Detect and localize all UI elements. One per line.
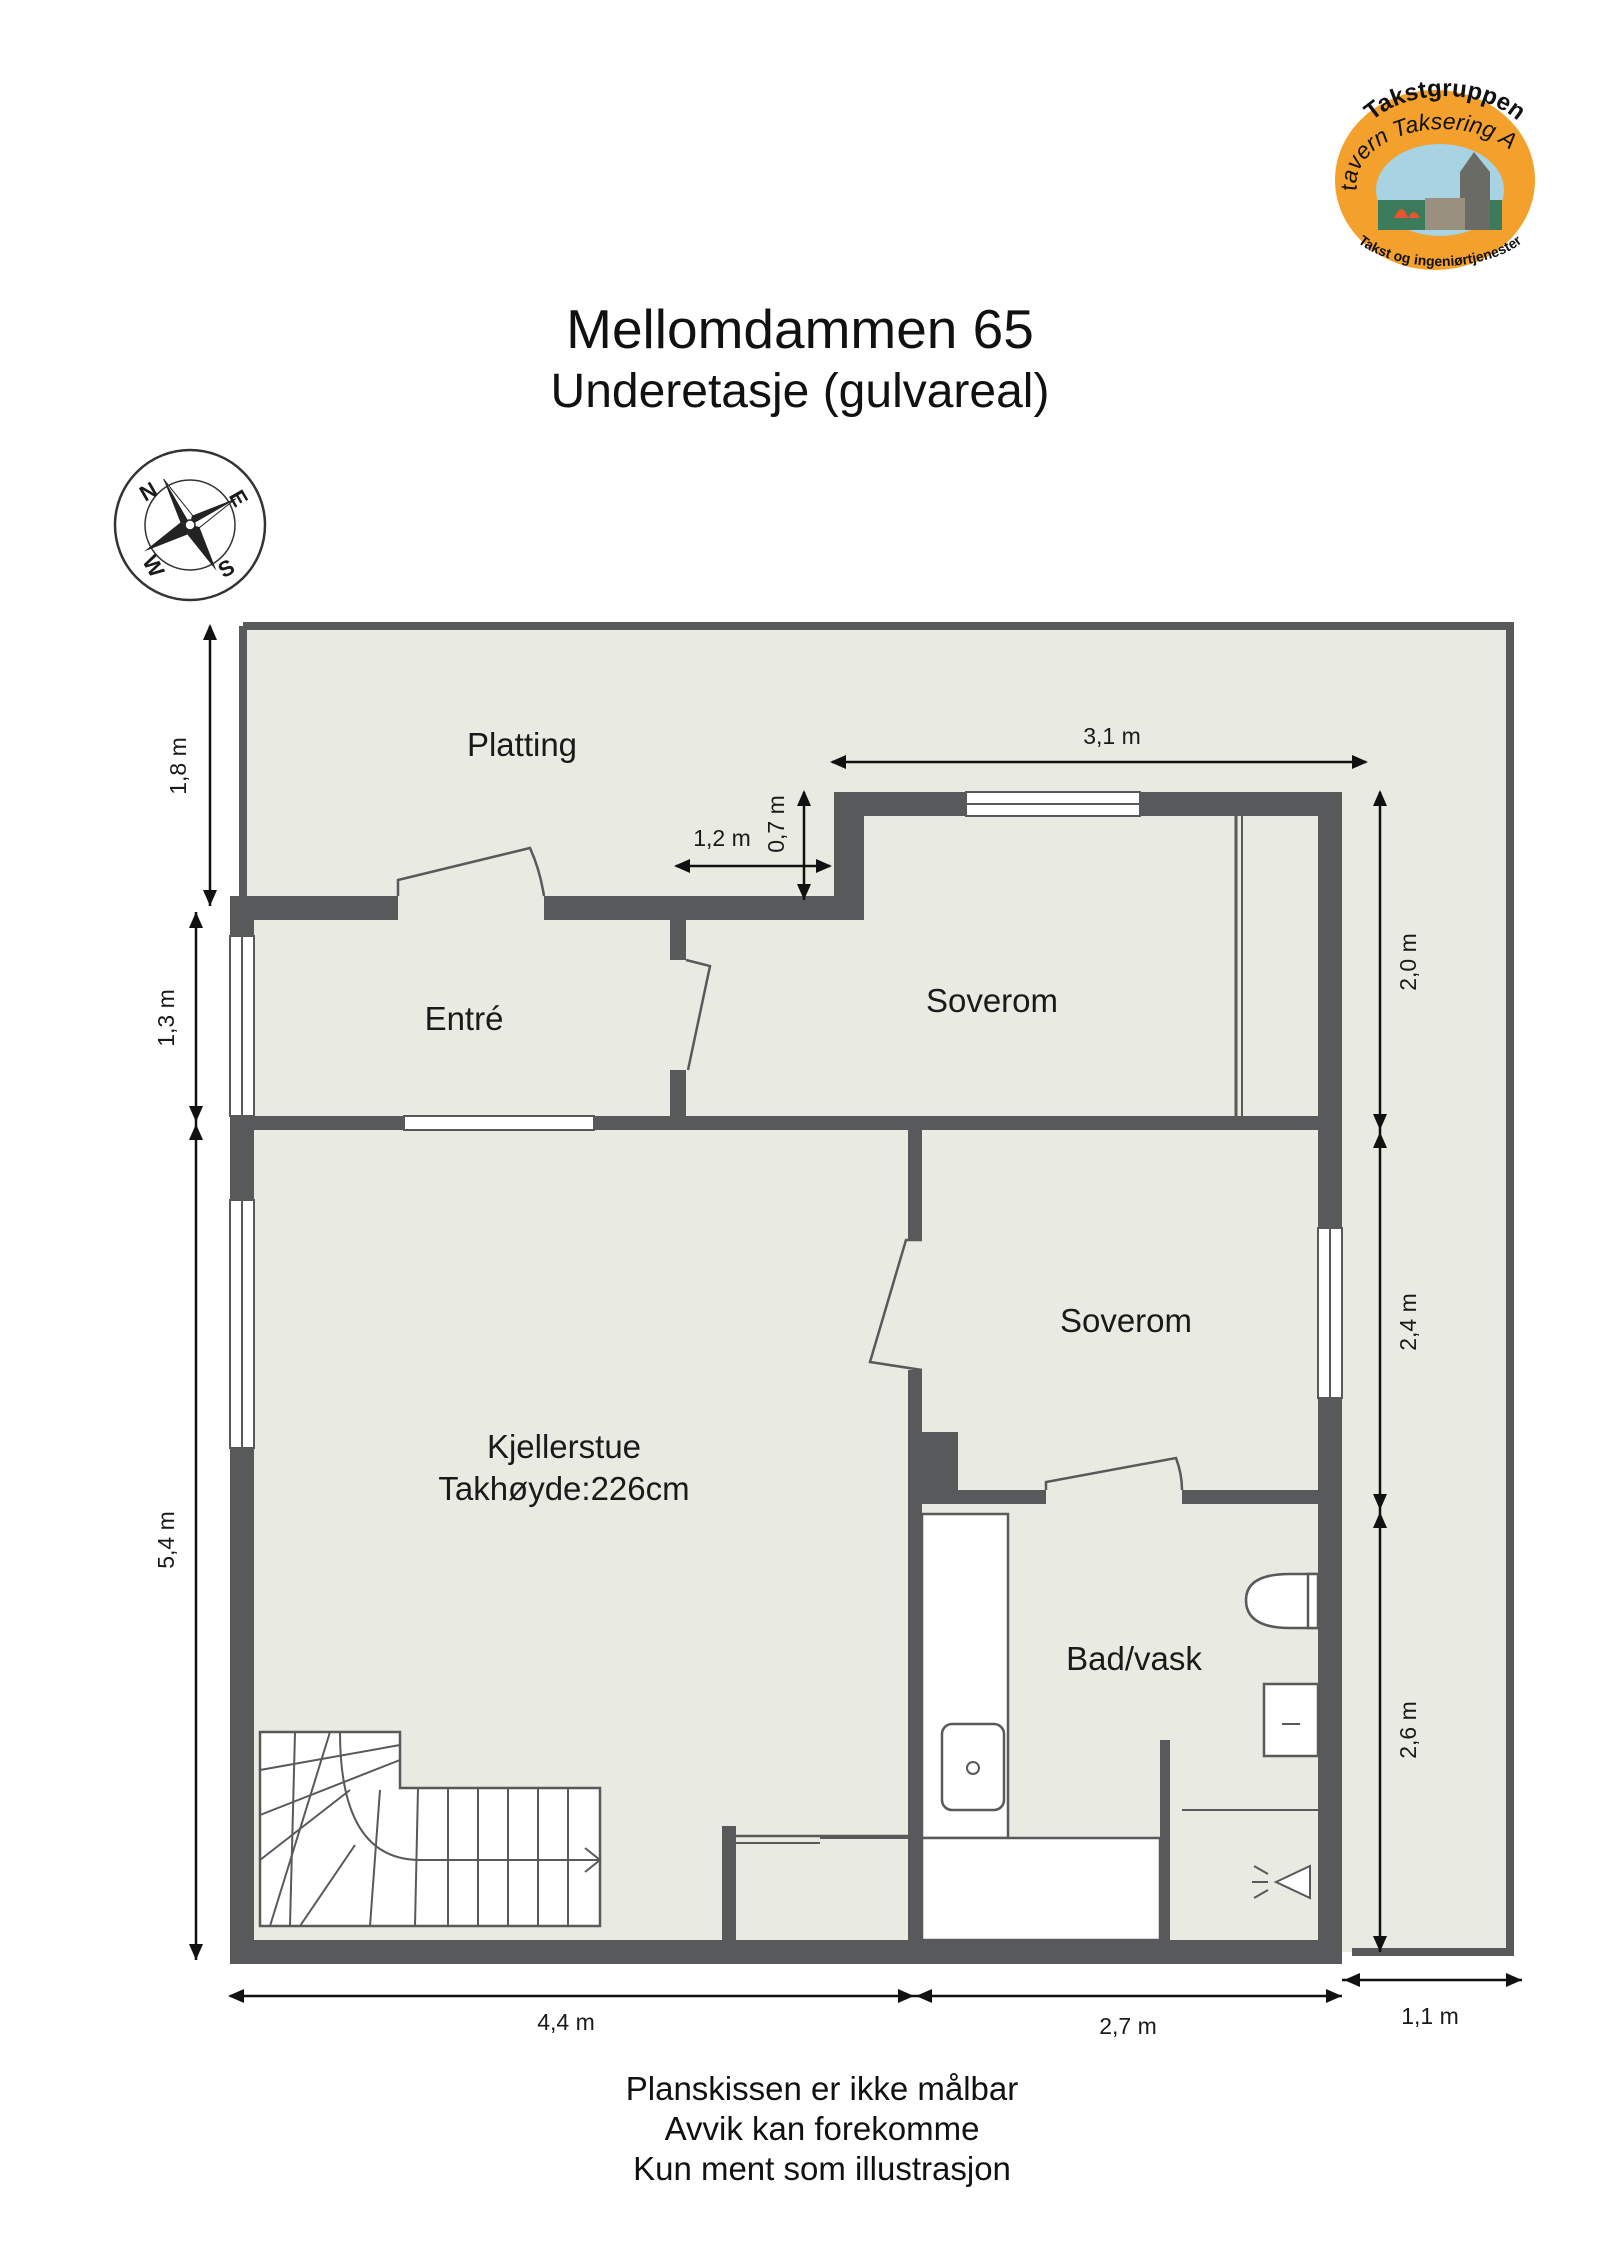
opening (403, 1115, 595, 1131)
room-label-ceiling-height: Takhøyde:226cm (438, 1470, 689, 1507)
dimension-left-mid: 1,3 m (153, 989, 179, 1047)
washer-area (920, 1836, 1162, 1942)
company-logo: Takstgruppen Stavern Taksering AS Takst … (0, 0, 1535, 270)
dimension-top-right: 3,1 m (1083, 723, 1141, 749)
dimension-bottom-mid: 2,7 m (1099, 2013, 1157, 2039)
kjellerstue-soverom-door (868, 1238, 923, 1372)
dimension-step-height: 0,7 m (763, 795, 789, 853)
staircase (258, 1730, 602, 1928)
dimension-lines (189, 624, 1522, 2003)
dimension-left-top: 1,8 m (165, 737, 191, 795)
bad-door (1044, 1456, 1184, 1491)
room-label-soverom-1: Soverom (926, 982, 1058, 1019)
dimension-bottom-right: 1,1 m (1401, 2003, 1459, 2029)
toilet (1244, 1572, 1320, 1630)
logo-middle-text: Stavern Taksering AS (0, 0, 1522, 192)
dimension-right-bottom: 2,6 m (1395, 1701, 1421, 1759)
platting-outline (243, 622, 1514, 1956)
room-label-entre: Entré (425, 1000, 504, 1037)
room-label-kjellerstue: Kjellerstue (487, 1428, 641, 1465)
page-subtitle: Underetasje (gulvareal) (551, 365, 1050, 418)
entre-soverom-door (685, 958, 712, 1071)
dimension-right-mid: 2,4 m (1395, 1293, 1421, 1351)
dimension-right-top: 2,0 m (1395, 933, 1421, 991)
footer-note-2: Avvik kan forekomme (665, 2110, 980, 2147)
footer-note-3: Kun ment som illustrasjon (633, 2150, 1011, 2187)
page-title: Mellomdammen 65 (566, 298, 1034, 360)
small-sink (1262, 1682, 1320, 1758)
room-label-bad: Bad/vask (1066, 1640, 1202, 1677)
bathroom-fixtures (920, 1512, 1320, 1942)
dimension-step-width: 1,2 m (693, 825, 751, 851)
shower-head-icon (1273, 1864, 1311, 1900)
sink (940, 1722, 1006, 1812)
room-label-platting: Platting (467, 726, 577, 763)
windows (229, 791, 1343, 1449)
doors (396, 816, 1243, 1844)
room-label-soverom-2: Soverom (1060, 1302, 1192, 1339)
dimension-left-bottom: 5,4 m (153, 1511, 179, 1569)
dimension-bottom-left: 4,4 m (537, 2009, 595, 2035)
entrance-door (396, 846, 546, 897)
compass-rose-icon: N E S W (113, 448, 267, 602)
soverom-1-floor (688, 812, 1318, 1116)
footer-note-1: Planskissen er ikke målbar (626, 2070, 1019, 2107)
